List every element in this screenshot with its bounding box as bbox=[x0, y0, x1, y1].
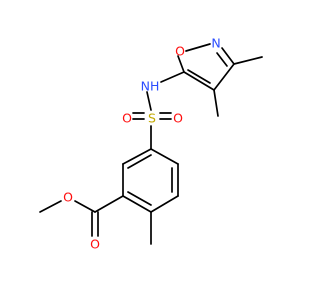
atom-nh: NH bbox=[141, 79, 160, 94]
bond-ring-6-1 bbox=[122, 148, 152, 165]
bond-ring-carbonyl-c bbox=[94, 195, 124, 213]
bond-c4-c5-double bbox=[187, 69, 211, 84]
bond-n2-c3 bbox=[221, 47, 235, 65]
bond-ring-4-5 bbox=[122, 195, 152, 213]
bond-o1-c5 bbox=[177, 55, 185, 73]
bond-c3-methyl bbox=[233, 56, 263, 65]
atom-n-isoxazole: N bbox=[211, 36, 220, 51]
atom-o-sulfonyl-left: O bbox=[122, 111, 132, 126]
atom-o-sulfonyl-right: O bbox=[173, 111, 183, 126]
bond-o1-n2 bbox=[185, 43, 211, 52]
bond-nh-s bbox=[146, 91, 152, 111]
atom-o-isoxazole: O bbox=[175, 44, 185, 59]
bond-c4-c5 bbox=[183, 71, 215, 91]
bond-ring-6-1-double bbox=[127, 154, 152, 169]
atom-label-layer: O N NH S O O O O bbox=[63, 36, 221, 252]
bond-c5-nh bbox=[160, 71, 185, 83]
molecule-structure: O N NH S O O O O bbox=[39, 36, 263, 252]
bond-c4-methyl bbox=[213, 89, 219, 117]
bond-o-methyl bbox=[39, 200, 62, 213]
bond-ring-3-4 bbox=[150, 195, 179, 213]
atom-o-ester-ether: O bbox=[63, 190, 73, 205]
bond-c3-c4 bbox=[213, 63, 235, 91]
bond-c-o-ether bbox=[74, 200, 96, 213]
bond-n2-c3-double bbox=[216, 52, 228, 67]
atom-o-ester-carbonyl: O bbox=[90, 237, 100, 252]
bond-ring-1-2 bbox=[150, 148, 179, 165]
bond-layer bbox=[39, 43, 263, 245]
bond-ring-4-5-double bbox=[127, 191, 152, 206]
atom-s-sulfonyl: S bbox=[148, 111, 156, 126]
